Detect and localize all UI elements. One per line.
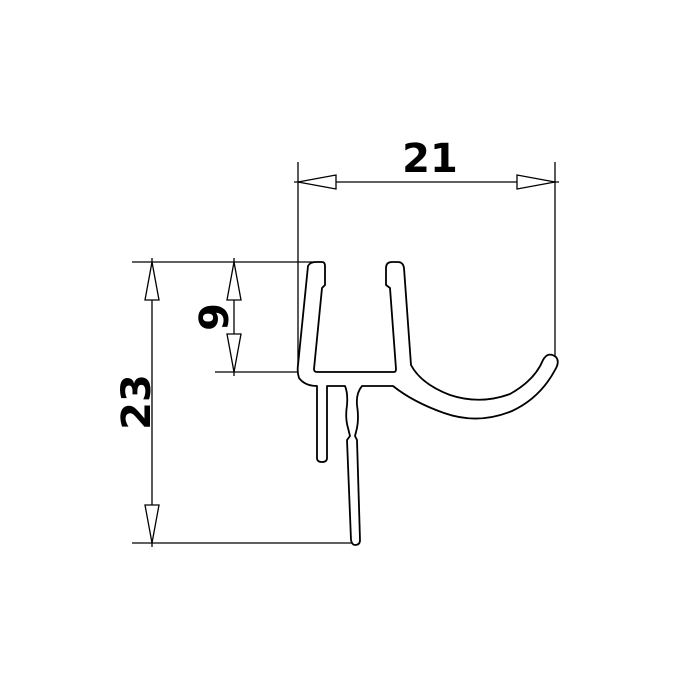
dimension-height-slot: 9: [192, 258, 400, 376]
dimension-height-slot-label: 9: [192, 303, 238, 331]
dimension-width: 21: [294, 136, 559, 372]
seal-profile: [296, 261, 559, 546]
dimension-height-total-label: 23: [114, 374, 160, 430]
dimension-width-label: 21: [402, 136, 458, 182]
dimension-height-total: 23: [114, 258, 358, 547]
